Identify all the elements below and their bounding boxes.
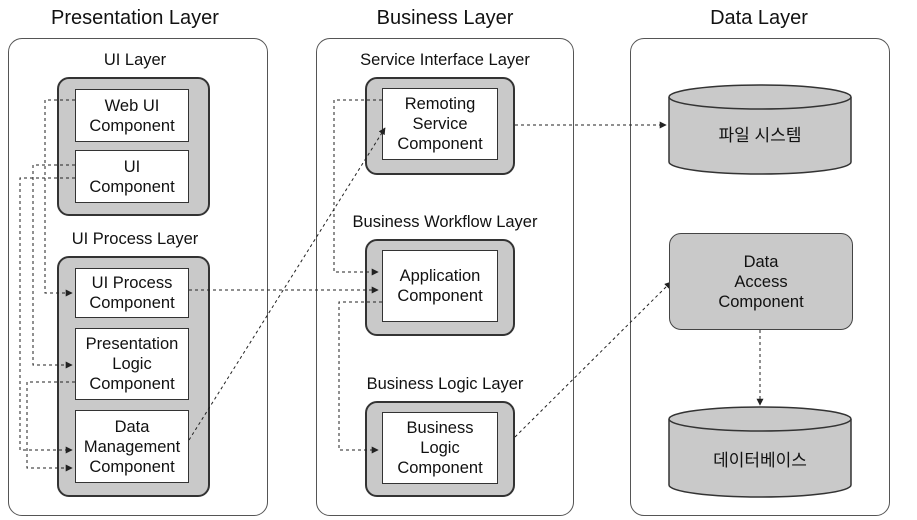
ui-component: UI Component xyxy=(75,150,189,203)
file-system-label: 파일 시스템 xyxy=(718,126,802,145)
service-interface-layer-label: Service Interface Layer xyxy=(360,51,530,69)
web-ui-component: Web UI Component xyxy=(75,89,189,142)
database-label: 데이터베이스 xyxy=(713,451,807,470)
data-access-component: Data Access Component xyxy=(669,233,853,330)
business-logic-component: Business Logic Component xyxy=(382,412,498,484)
remoting-service-component: Remoting Service Component xyxy=(382,88,498,160)
business-layer-title: Business Layer xyxy=(376,7,514,29)
ui-process-layer-label: UI Process Layer xyxy=(71,230,199,248)
ui-process-component: UI Process Component xyxy=(75,268,189,318)
presentation-logic-component: Presentation Logic Component xyxy=(75,328,189,400)
data-management-component: Data Management Component xyxy=(75,410,189,483)
ui-layer-label: UI Layer xyxy=(103,51,167,69)
business-logic-layer-label: Business Logic Layer xyxy=(366,375,524,393)
presentation-layer-title: Presentation Layer xyxy=(51,7,219,29)
data-layer-title: Data Layer xyxy=(710,7,808,29)
application-component: Application Component xyxy=(382,250,498,322)
business-workflow-layer-label: Business Workflow Layer xyxy=(352,213,538,231)
